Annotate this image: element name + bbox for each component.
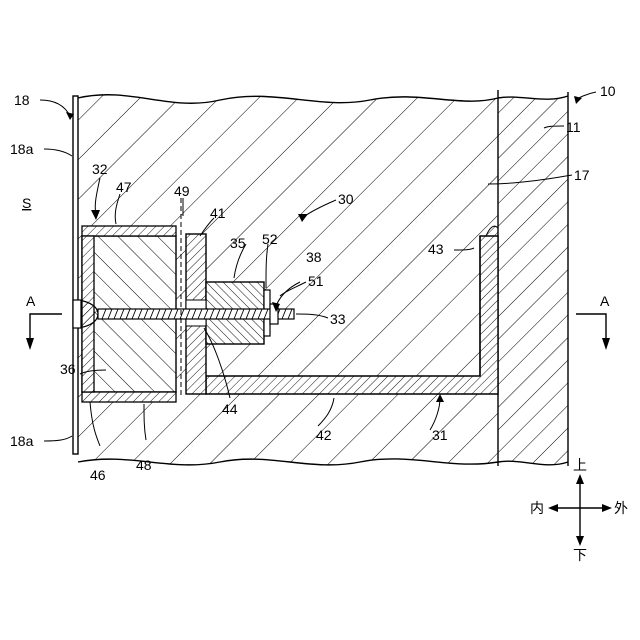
label-11: 11: [566, 119, 581, 135]
label-38: 38: [306, 249, 322, 265]
label-A-right: A: [600, 293, 610, 309]
label-42: 42: [316, 427, 332, 443]
label-31: 31: [432, 427, 448, 443]
label-49: 49: [174, 183, 190, 199]
section-mark-right: [576, 314, 610, 350]
label-30: 30: [338, 191, 354, 207]
label-41: 41: [210, 205, 226, 221]
direction-outside: 外: [614, 501, 628, 517]
label-33: 33: [330, 311, 346, 327]
label-46: 46: [90, 467, 106, 483]
label-48: 48: [136, 457, 152, 473]
direction-inside: 内: [530, 501, 544, 517]
label-17: 17: [574, 167, 590, 183]
label-18: 18: [14, 92, 30, 108]
label-44: 44: [222, 401, 238, 417]
wall-18: [73, 96, 78, 454]
label-18a-top: 18a: [10, 141, 34, 157]
label-51: 51: [308, 273, 324, 289]
section-mark-left: [26, 314, 62, 350]
label-35: 35: [230, 235, 246, 251]
label-A-left: A: [26, 293, 36, 309]
label-36: 36: [60, 361, 76, 377]
label-10: 10: [600, 83, 616, 99]
label-32: 32: [92, 161, 108, 177]
direction-down: 下: [573, 548, 587, 564]
outer-panel-11: [486, 80, 578, 480]
label-S: S: [22, 195, 31, 211]
direction-up: 上: [573, 458, 587, 474]
label-18a-bottom: 18a: [10, 433, 34, 449]
label-52: 52: [262, 231, 278, 247]
label-47: 47: [116, 179, 132, 195]
direction-indicator: [548, 474, 612, 546]
label-43: 43: [428, 241, 444, 257]
